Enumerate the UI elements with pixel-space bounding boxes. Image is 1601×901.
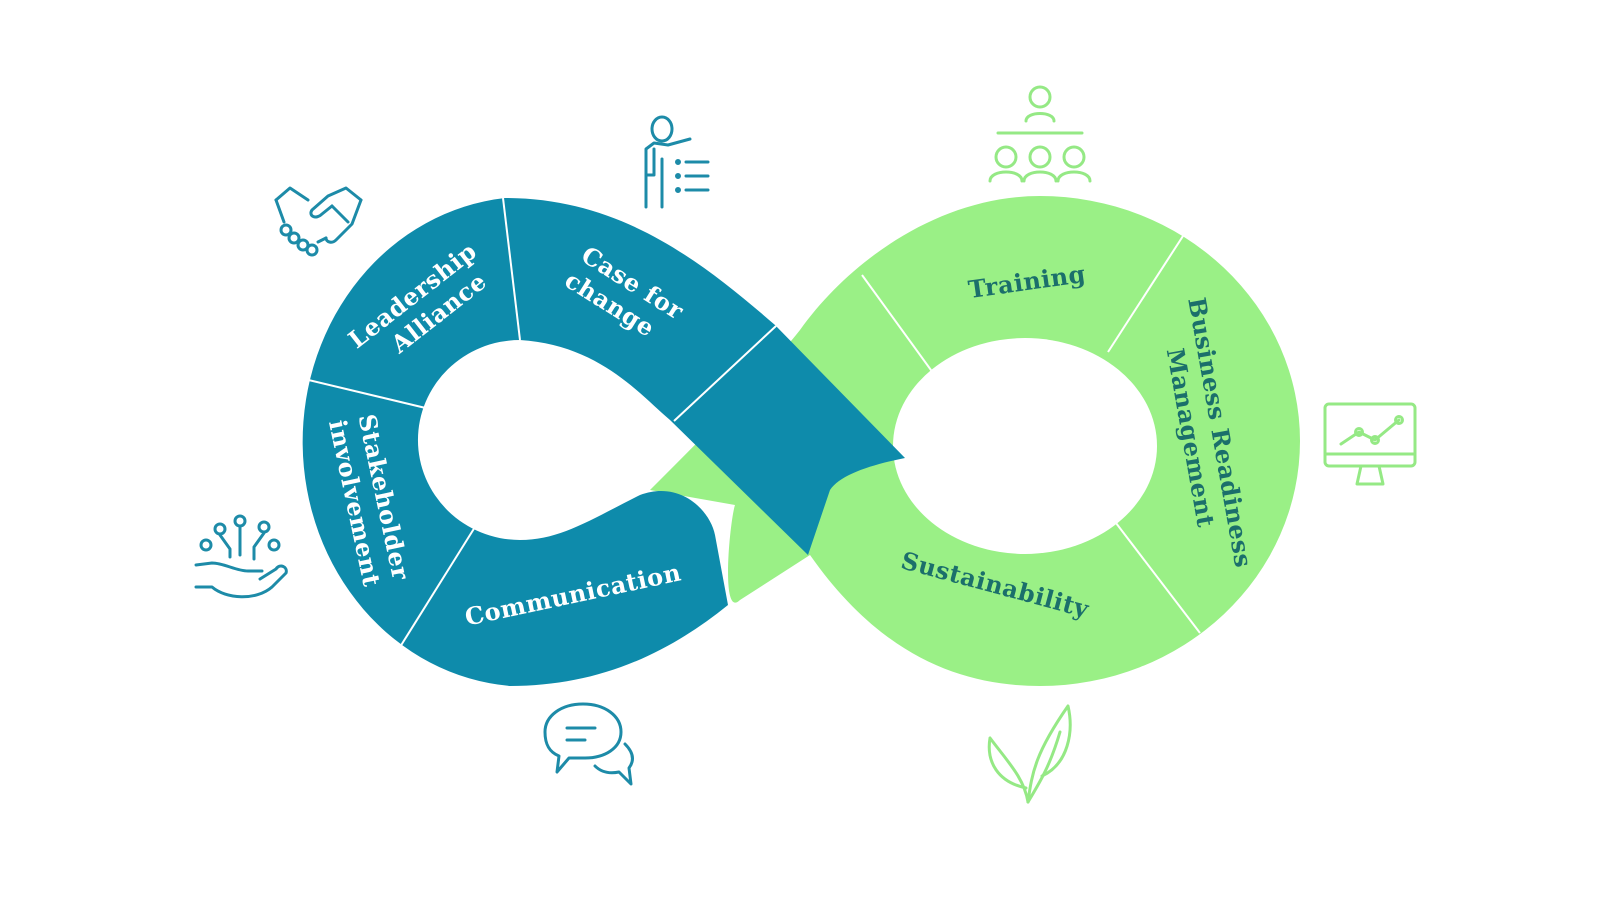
green-lobe-hole	[893, 338, 1157, 554]
divider-line	[673, 325, 777, 422]
chat-bubbles-icon	[543, 702, 634, 786]
leaf-sprout-icon	[987, 704, 1072, 804]
handshake-icon	[274, 186, 363, 257]
divider-line	[1115, 522, 1201, 634]
divider-line	[399, 526, 476, 648]
monitor-chart-icon	[1323, 402, 1417, 486]
divider-line	[1107, 235, 1184, 353]
divider-line	[502, 197, 521, 341]
divider-line	[295, 376, 435, 411]
divider-line	[861, 274, 945, 389]
group-training-icon	[988, 85, 1092, 183]
green-loop	[650, 196, 1300, 686]
blue-lobe-shape	[302, 198, 905, 686]
presenter-icon	[644, 115, 710, 209]
hand-network-icon	[194, 514, 288, 599]
blue-loop	[295, 197, 905, 686]
